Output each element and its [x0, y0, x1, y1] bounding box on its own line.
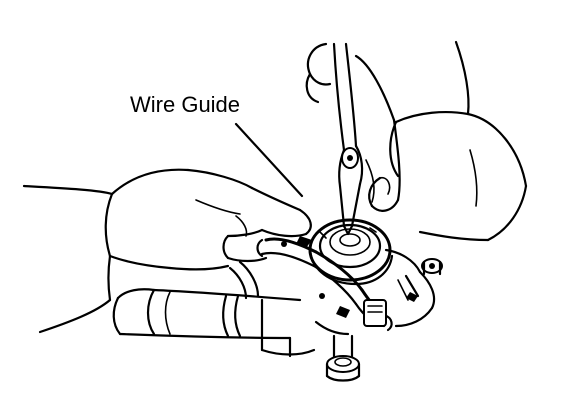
mounting-bolt — [314, 320, 361, 382]
gear-housing — [384, 248, 443, 328]
motor-body — [112, 260, 316, 358]
right-arm — [389, 40, 528, 242]
right-hand — [305, 42, 401, 212]
needle-nose-pliers — [332, 42, 375, 236]
shading-marks — [281, 236, 418, 318]
wire-clip — [363, 299, 387, 327]
wire-guide-label: Wire Guide — [130, 92, 240, 117]
wire-guide-leader-line — [234, 122, 304, 198]
left-hand — [22, 168, 312, 334]
spring-housing — [308, 218, 394, 286]
